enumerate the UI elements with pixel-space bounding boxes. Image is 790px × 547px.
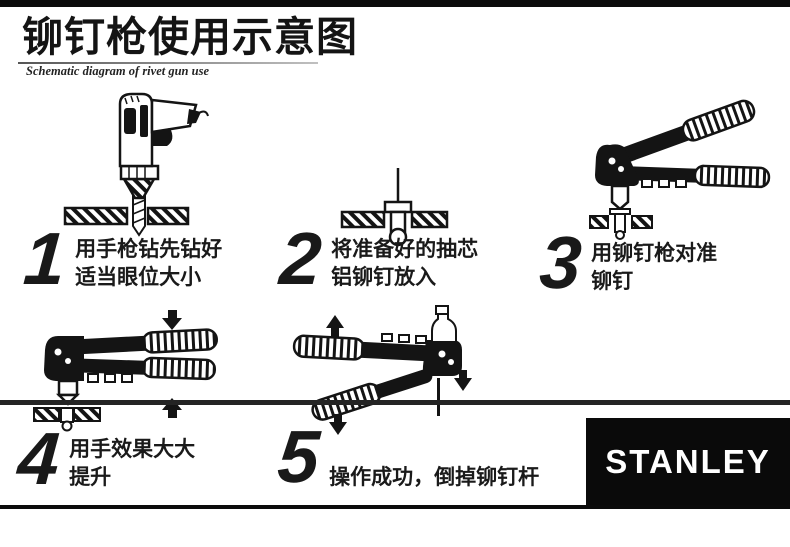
brand-logo-box: STANLEY (586, 418, 790, 505)
bottom-rule-bar (0, 505, 790, 509)
step-5-number: 5 (275, 415, 323, 498)
step-5-caption: 5 操作成功，倒掉铆钉杆 (275, 415, 540, 498)
mandrel-bottle (431, 313, 457, 343)
step-1-text: 用手枪钻先钻好 适当眼位大小 (75, 238, 223, 289)
brand-logo-text: STANLEY (605, 442, 771, 480)
release-down-arrow-left-icon (329, 414, 347, 435)
step-4-text: 用手效果大大 提升 (69, 438, 196, 489)
step-5-text: 操作成功，倒掉铆钉杆 (329, 466, 540, 489)
title-underline (18, 62, 318, 64)
blind-rivet-icon (340, 168, 449, 247)
rivet-gun-open-icon (589, 99, 771, 240)
step-1-number: 1 (21, 217, 69, 300)
step-2-text: 将准备好的抽芯 铝铆钉放入 (331, 238, 479, 289)
page-subtitle: Schematic diagram of rivet gun use (26, 64, 209, 78)
step-3-caption: 3 用铆钉枪对准 铆钉 (537, 221, 718, 304)
step-2-caption: 2 将准备好的抽芯 铝铆钉放入 (277, 217, 479, 300)
step-2-number: 2 (277, 217, 325, 300)
step-3-text: 用铆钉枪对准 铆钉 (591, 242, 718, 293)
page-title: 铆钉枪使用示意图 (22, 14, 358, 60)
step-4-caption: 4 用手效果大大 提升 (15, 417, 196, 500)
top-rule-bar (0, 0, 790, 7)
spent-mandrel-line (437, 378, 440, 416)
release-down-arrow-right-icon (454, 370, 472, 391)
step-1-caption: 1 用手枪钻先钻好 适当眼位大小 (21, 217, 223, 300)
rivet-gun-squeezed-icon (33, 310, 219, 432)
step-4-number: 4 (15, 417, 63, 500)
section-divider-line (0, 400, 790, 405)
step-3-number: 3 (537, 221, 585, 304)
press-down-arrow-icon (162, 310, 182, 330)
hand-drill-icon (63, 92, 209, 237)
release-up-arrow-icon (326, 315, 344, 337)
mandrel-bottle-cap (435, 305, 449, 315)
